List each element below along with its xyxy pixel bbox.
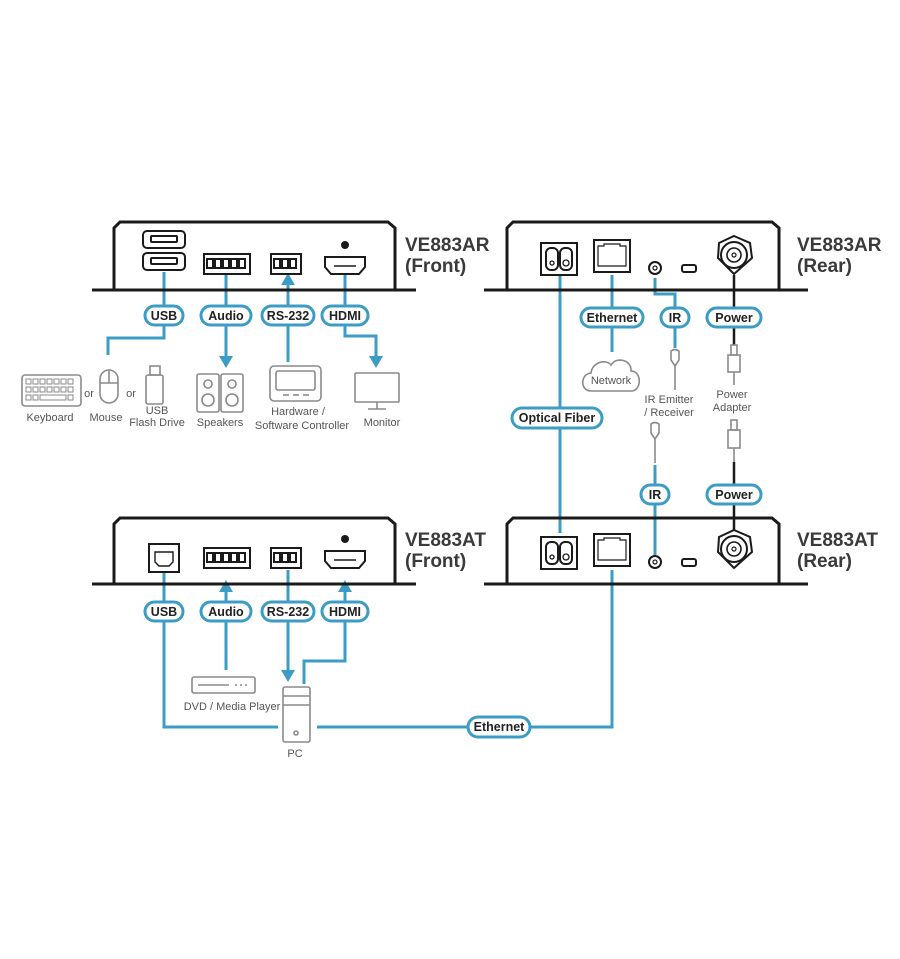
keyboard-icon	[21, 374, 82, 407]
label-tx-hdmi: HDMI	[329, 605, 361, 619]
ir-jack	[648, 261, 662, 275]
dvd-label: DVD / Media Player	[184, 701, 281, 713]
rx-rear-model: VE883AR	[797, 235, 882, 256]
or-label-2: or	[126, 388, 136, 400]
mouse-icon	[99, 369, 119, 404]
ir-emitter-label-1: IR Emitter	[645, 394, 694, 406]
screw-icon	[341, 535, 349, 543]
label-ethernet-pc: Ethernet	[474, 720, 526, 734]
label-rx-power: Power	[715, 311, 753, 325]
arrow-rx-audio	[219, 356, 233, 368]
network-label: Network	[591, 375, 632, 387]
label-optical-fiber: Optical Fiber	[519, 411, 596, 425]
micro-usb-port	[681, 264, 697, 273]
power-jack	[716, 528, 754, 570]
mouse-label: Mouse	[89, 412, 122, 424]
rs232-terminal-block	[270, 547, 302, 569]
ethernet-port	[593, 533, 631, 567]
rx-front-model: VE883AR	[405, 235, 490, 256]
rx-front-side: (Front)	[405, 256, 466, 277]
label-tx-power: Power	[715, 488, 753, 502]
controller-icon	[269, 365, 322, 402]
label-tx-audio: Audio	[208, 605, 244, 619]
label-tx-ir: IR	[649, 488, 662, 502]
rs232-terminal-block	[270, 253, 302, 275]
tx-rear-side: (Rear)	[797, 551, 852, 572]
keyboard-label: Keyboard	[26, 412, 73, 424]
arrow-tx-audio	[219, 580, 233, 592]
micro-usb-port	[681, 558, 697, 567]
device-receiver-front	[92, 220, 416, 292]
label-tx-rs232: RS-232	[267, 605, 309, 619]
usb-flash-label-1: USB	[146, 405, 169, 417]
arrow-tx-hdmi	[338, 580, 352, 592]
label-rx-ethernet: Ethernet	[587, 311, 639, 325]
power-adapter-icon	[727, 344, 741, 462]
speakers-label: Speakers	[197, 417, 244, 429]
label-rx-audio: Audio	[208, 309, 244, 323]
rx-rear-side: (Rear)	[797, 256, 852, 277]
power-adapter-label-1: Power	[716, 389, 748, 401]
cable-tx-hdmi	[302, 590, 347, 684]
usb-flash-drive-icon	[145, 365, 164, 405]
controller-label-1: Hardware /	[271, 406, 326, 418]
pc-tower-icon	[282, 686, 311, 743]
label-rx-rs232: RS-232	[267, 309, 309, 323]
label-rx-ir: IR	[669, 311, 682, 325]
or-label-1: or	[84, 388, 94, 400]
power-jack	[716, 234, 754, 276]
arrow-rx-rs232	[281, 273, 295, 285]
label-rx-usb: USB	[151, 309, 177, 323]
optical-fiber-port	[540, 242, 578, 276]
ir-jack	[648, 555, 662, 569]
optical-fiber-port	[540, 536, 578, 570]
network-cloud-icon	[581, 359, 641, 392]
arrow-tx-rs232	[281, 670, 295, 682]
device-transmitter-front	[92, 516, 416, 586]
audio-terminal-block	[203, 547, 251, 569]
label-rx-hdmi: HDMI	[329, 309, 361, 323]
controller-label-2: Software Controller	[255, 420, 349, 432]
speakers-icon	[196, 373, 244, 413]
audio-terminal-block	[203, 253, 251, 275]
label-tx-usb: USB	[151, 605, 177, 619]
cable-rx-hdmi	[343, 272, 378, 358]
tx-front-model: VE883AT	[405, 530, 486, 551]
ir-receiver-icon	[650, 421, 660, 463]
dvd-player-icon	[191, 676, 256, 694]
monitor-label: Monitor	[364, 417, 401, 429]
monitor-icon	[354, 372, 400, 410]
device-transmitter-rear	[484, 516, 808, 586]
ethernet-port	[593, 239, 631, 273]
arrow-rx-hdmi	[369, 356, 383, 368]
screw-icon	[341, 241, 349, 249]
usb-b-port	[148, 543, 180, 573]
tx-front-side: (Front)	[405, 551, 466, 572]
usb-flash-label-2: Flash Drive	[129, 417, 185, 429]
ir-emitter-icon	[670, 348, 680, 390]
pc-label: PC	[287, 748, 302, 760]
ir-emitter-label-2: / Receiver	[644, 407, 694, 419]
device-receiver-rear	[484, 220, 808, 292]
power-adapter-label-2: Adapter	[713, 402, 752, 414]
cable-tx-ethernet	[317, 570, 614, 729]
tx-rear-model: VE883AT	[797, 530, 878, 551]
